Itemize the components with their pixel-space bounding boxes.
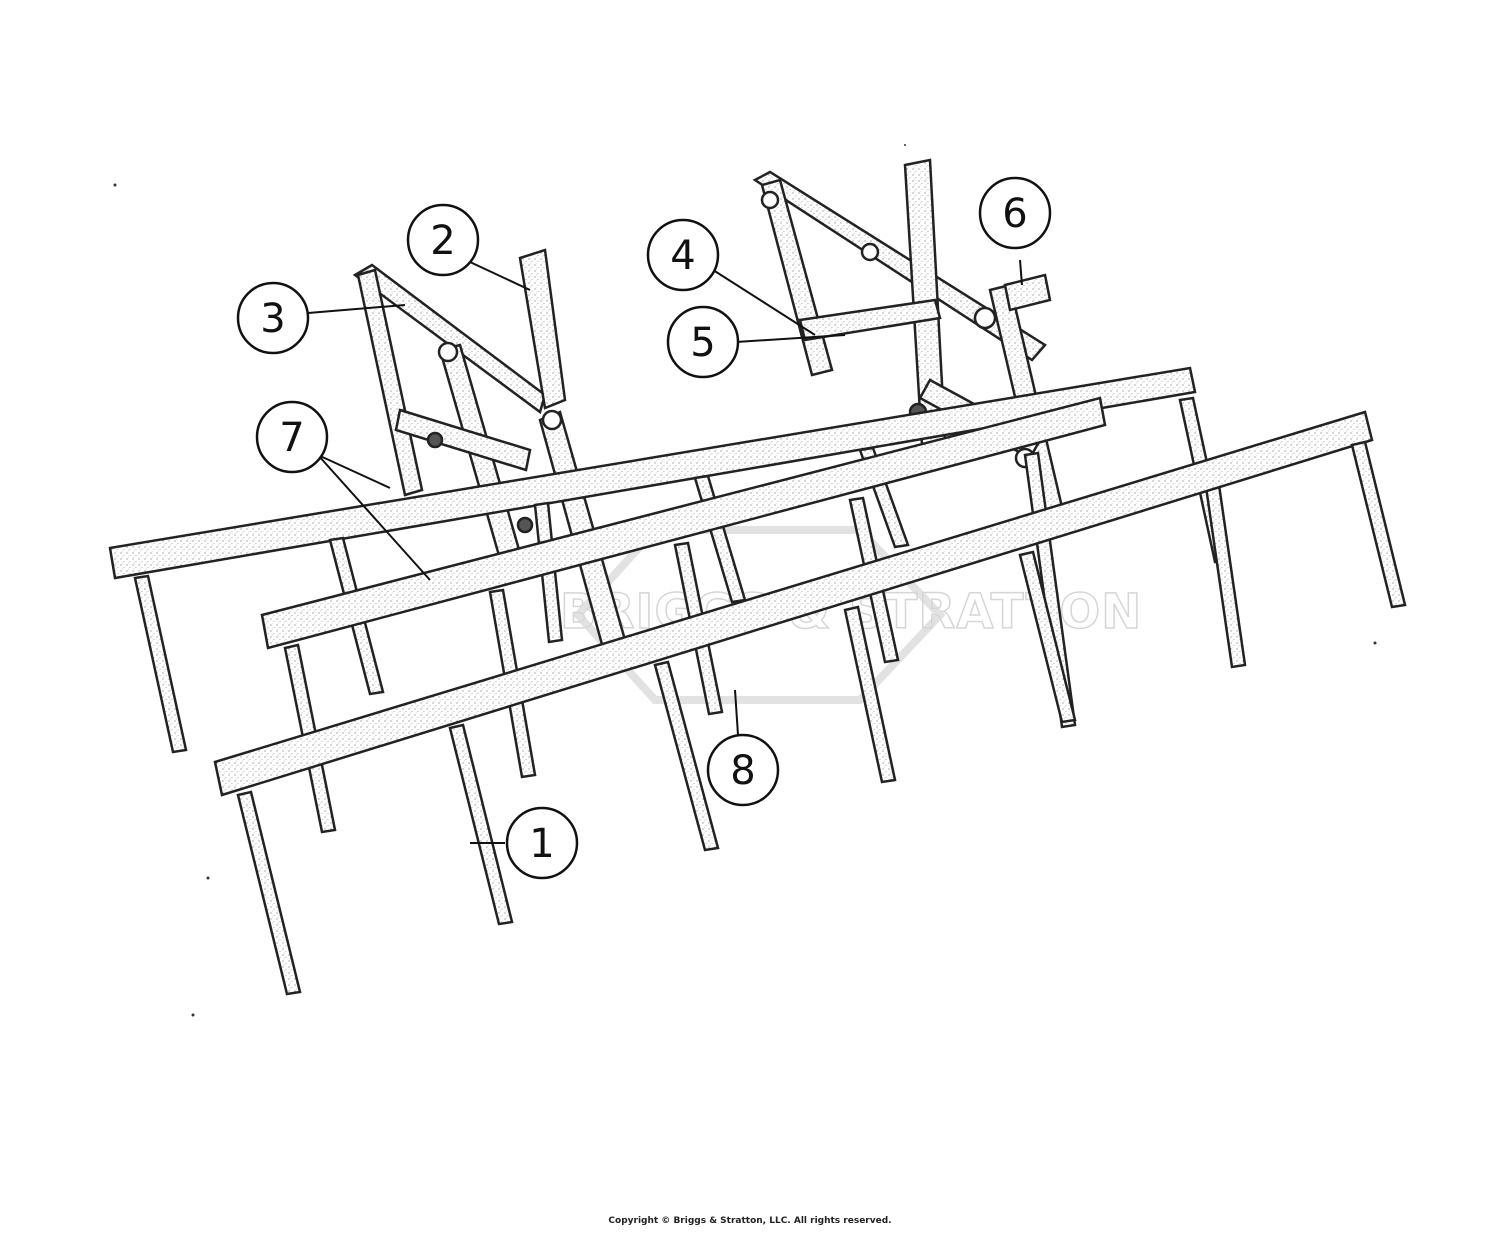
tine <box>1018 550 1077 724</box>
callout-5: 5 <box>666 305 740 379</box>
left-bracket-assembly <box>352 248 627 650</box>
callout-7: 7 <box>255 400 329 474</box>
callout-6: 6 <box>978 176 1052 250</box>
callout-8-label: 8 <box>730 748 755 794</box>
callout-5-label: 5 <box>690 320 715 366</box>
tine <box>236 790 302 996</box>
callout-2-label: 2 <box>430 218 455 264</box>
front-harrow-bar <box>213 410 1407 996</box>
callout-3-label: 3 <box>260 296 285 342</box>
leader-lines <box>307 259 1023 844</box>
tine <box>1350 440 1407 609</box>
callouts: 1 2 3 4 5 6 7 8 <box>236 176 1052 880</box>
copyright-notice: Copyright © Briggs & Stratton, LLC. All … <box>608 1216 892 1226</box>
tine <box>448 723 514 926</box>
tine <box>653 660 720 852</box>
tine <box>1203 476 1247 669</box>
tine <box>133 574 188 754</box>
callout-3: 3 <box>236 281 310 355</box>
callout-4: 4 <box>646 218 720 292</box>
callout-1-label: 1 <box>529 821 554 867</box>
callout-4-label: 4 <box>670 233 695 279</box>
callout-7-label: 7 <box>279 415 304 461</box>
callout-2: 2 <box>406 203 480 277</box>
tine <box>843 605 897 784</box>
callout-1: 1 <box>505 806 579 880</box>
callout-6-label: 6 <box>1002 191 1027 237</box>
scan-specks <box>113 144 1377 1017</box>
callout-8: 8 <box>706 733 780 807</box>
